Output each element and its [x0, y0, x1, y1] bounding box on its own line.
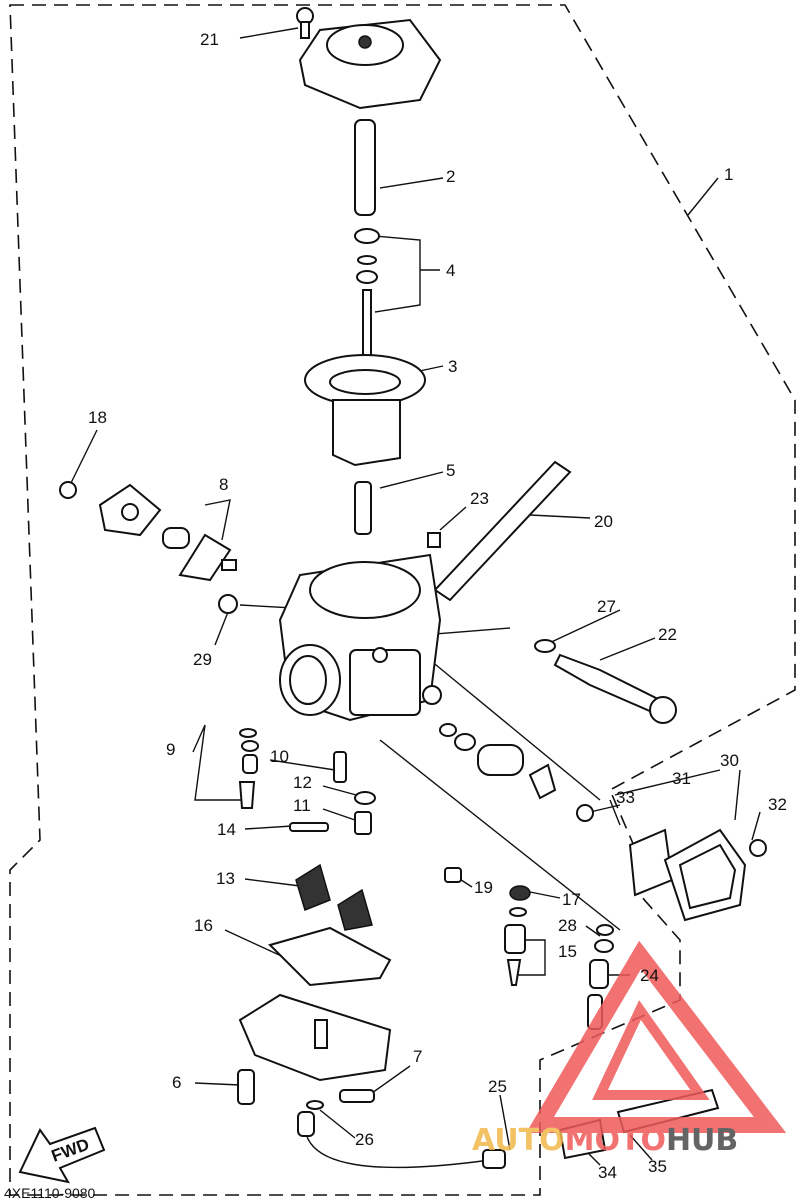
part-20-vent-hose — [433, 460, 572, 602]
part-10-jet — [333, 751, 347, 783]
callout-25: 25 — [488, 1077, 507, 1096]
callout-28: 28 — [558, 916, 577, 935]
callout-11: 11 — [293, 796, 311, 815]
assembly-boundary — [9, 4, 796, 1196]
callout-22: 22 — [658, 625, 677, 644]
part-spring-washer-set — [439, 723, 557, 800]
part-11-jet — [354, 811, 372, 835]
part-float-bowl — [238, 993, 392, 1082]
part-29-nut — [218, 594, 238, 614]
part-19-screw — [444, 867, 462, 883]
callout-16: 16 — [194, 916, 213, 935]
callout-7: 7 — [413, 1047, 422, 1066]
part-12-washer — [354, 791, 376, 805]
callout-10: 10 — [270, 747, 289, 766]
callout-15: 15 — [558, 942, 577, 961]
callout-1: 1 — [724, 165, 733, 184]
callout-20: 20 — [594, 512, 613, 531]
part-21-screw — [296, 7, 314, 39]
watermark: AUTOMOTOHUB — [472, 940, 787, 1158]
part-18-screw — [59, 481, 77, 499]
callout-26: 26 — [355, 1130, 374, 1149]
callout-12: 12 — [293, 773, 312, 792]
watermark-logo-triangle — [526, 940, 787, 1133]
part-28-oring — [594, 924, 614, 953]
part-carburetor-body — [278, 553, 442, 722]
callout-4: 4 — [446, 261, 455, 280]
callout-8: 8 — [219, 475, 228, 494]
part-top-cover — [298, 18, 442, 110]
callout-5: 5 — [446, 461, 455, 480]
callout-14: 14 — [217, 820, 236, 839]
part-30-cover — [663, 828, 747, 922]
part-27-oring — [534, 639, 556, 653]
part-5-needle-jet — [354, 481, 372, 535]
part-9-pilot-screw-set — [238, 728, 259, 809]
callout-21: 21 — [200, 30, 219, 49]
callout-34: 34 — [598, 1163, 617, 1182]
part-15-needle-valve — [504, 907, 527, 986]
part-7-screw — [339, 1089, 375, 1103]
svg-text:AUTOMOTOHUB: AUTOMOTOHUB — [472, 1123, 738, 1158]
fwd-arrow: FWD — [18, 1126, 106, 1184]
callout-30: 30 — [720, 751, 739, 770]
part-16-gasket — [268, 926, 392, 987]
callout-9: 9 — [166, 740, 175, 759]
part-3-diaphragm-piston — [304, 354, 426, 467]
part-25-drain-hose — [297, 1111, 506, 1169]
watermark-text-auto: AUTO — [472, 1123, 565, 1158]
callout-33: 33 — [616, 788, 635, 807]
callout-2: 2 — [446, 167, 455, 186]
part-22-throttle-screw — [553, 653, 677, 724]
watermark-text-moto: MOTO — [565, 1123, 666, 1158]
part-32-screw — [749, 839, 767, 857]
callout-3: 3 — [448, 357, 457, 376]
callout-27: 27 — [597, 597, 616, 616]
diagram-code: 4XE1110-9080 — [4, 1185, 96, 1201]
callout-13: 13 — [216, 869, 235, 888]
callout-32: 32 — [768, 795, 787, 814]
callout-24: 24 — [640, 966, 659, 985]
part-33-screw — [576, 804, 594, 822]
part-4-washers — [354, 228, 380, 361]
callout-29: 29 — [193, 650, 212, 669]
callout-6: 6 — [172, 1073, 181, 1092]
part-23-plug — [427, 532, 441, 548]
callout-19: 19 — [474, 878, 493, 897]
part-26-clip — [306, 1100, 324, 1110]
callout-35: 35 — [648, 1157, 667, 1176]
part-13-float — [295, 863, 373, 931]
part-17-cap — [509, 885, 531, 901]
watermark-text-hub: HUB — [666, 1123, 738, 1158]
part-2-spring — [354, 119, 376, 216]
callout-labels: 21 2 1 4 3 18 5 8 23 20 27 22 29 30 9 10… — [88, 30, 787, 1182]
callout-31: 31 — [672, 769, 691, 788]
part-6-screw — [237, 1069, 255, 1105]
callout-18: 18 — [88, 408, 107, 427]
watermark-logo-inner — [592, 1000, 710, 1100]
part-cover-plate — [98, 483, 162, 537]
callout-17: 17 — [562, 890, 581, 909]
callout-23: 23 — [470, 489, 489, 508]
part-14-pin — [289, 822, 329, 832]
part-8-coasting-enricher — [162, 527, 237, 582]
